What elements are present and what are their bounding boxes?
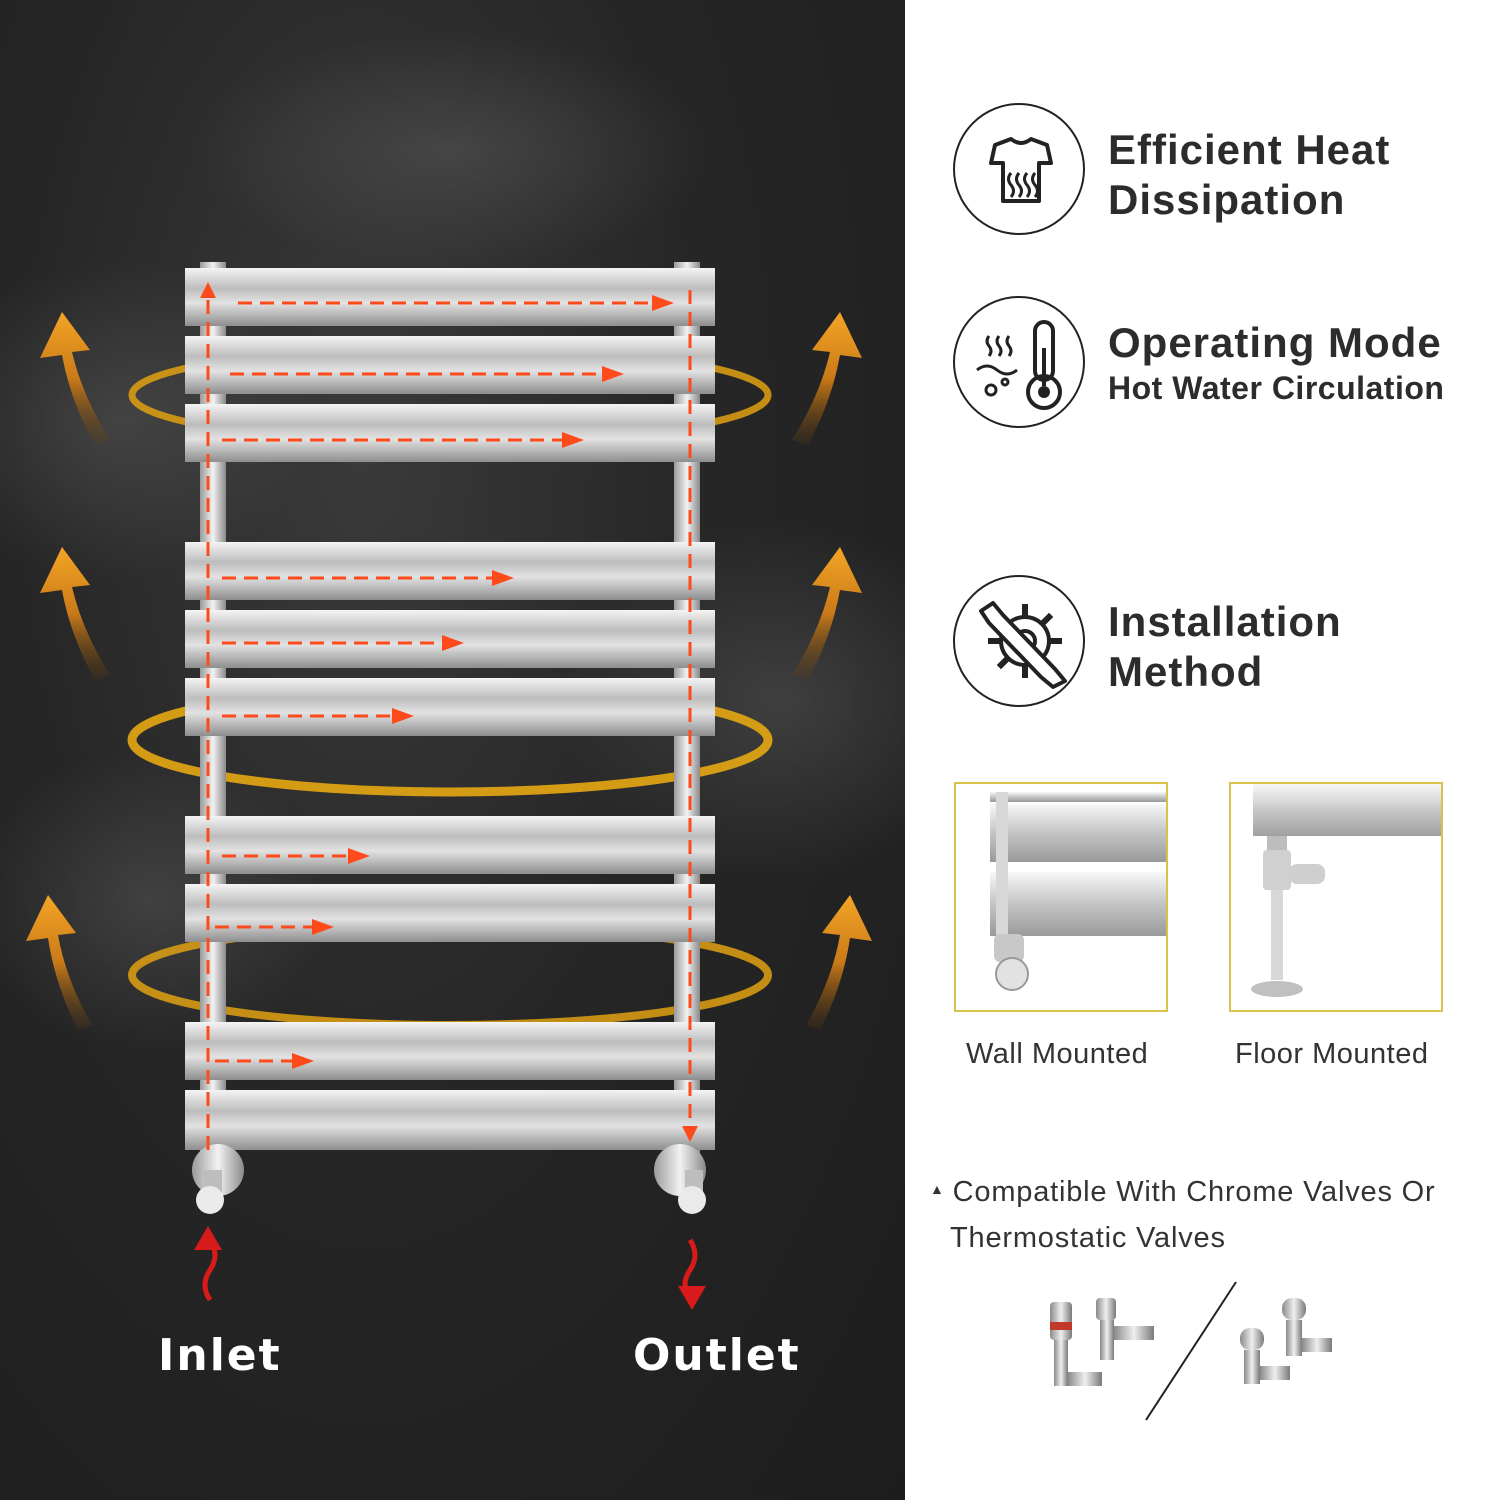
feature-subtitle: Hot Water Circulation [1108,370,1445,406]
floor-mounted-label: Floor Mounted [1235,1038,1429,1070]
inlet-label: Inlet [158,1330,282,1381]
flow-arrowheads [200,282,698,1142]
wrench-gear-icon [953,575,1085,707]
outlet-valve [654,1144,706,1214]
feature-title: Efficient Heat [1108,126,1391,173]
water-flow-arrows [206,290,692,1150]
towel-heat-icon [953,103,1085,235]
triangle-bullet-icon: ▲ [930,1180,945,1197]
heat-rise-arrows-right [792,312,872,1030]
wall-mounted-label: Wall Mounted [966,1038,1149,1070]
valves-image [1050,1281,1332,1421]
inlet-wave-arrow [194,1226,222,1302]
feature-title: Method [1108,648,1264,695]
inlet-valve [192,1144,244,1214]
feature-title: Operating Mode [1108,319,1442,366]
outlet-wave-arrow [678,1238,706,1310]
compatibility-line-1: Compatible With Chrome Valves Or [952,1176,1436,1208]
radiator-illustration-panel: Inlet Outlet [0,0,905,1500]
compatibility-note: ▲ Compatible With Chrome Valves Or Thermo… [930,1170,1490,1261]
radiator-illustration [0,30,905,1310]
feature-title: Installation [1108,598,1342,645]
floor-mounted-image [1229,782,1443,1012]
compatibility-line-2: Thermostatic Valves [950,1221,1226,1254]
radiator-panels [185,268,715,1150]
heat-rise-arrows-left [26,312,110,1030]
feature-title: Dissipation [1108,176,1346,223]
thermometer-water-icon [953,296,1085,428]
outlet-label: Outlet [633,1330,801,1381]
wall-mounted-image [954,782,1168,1012]
